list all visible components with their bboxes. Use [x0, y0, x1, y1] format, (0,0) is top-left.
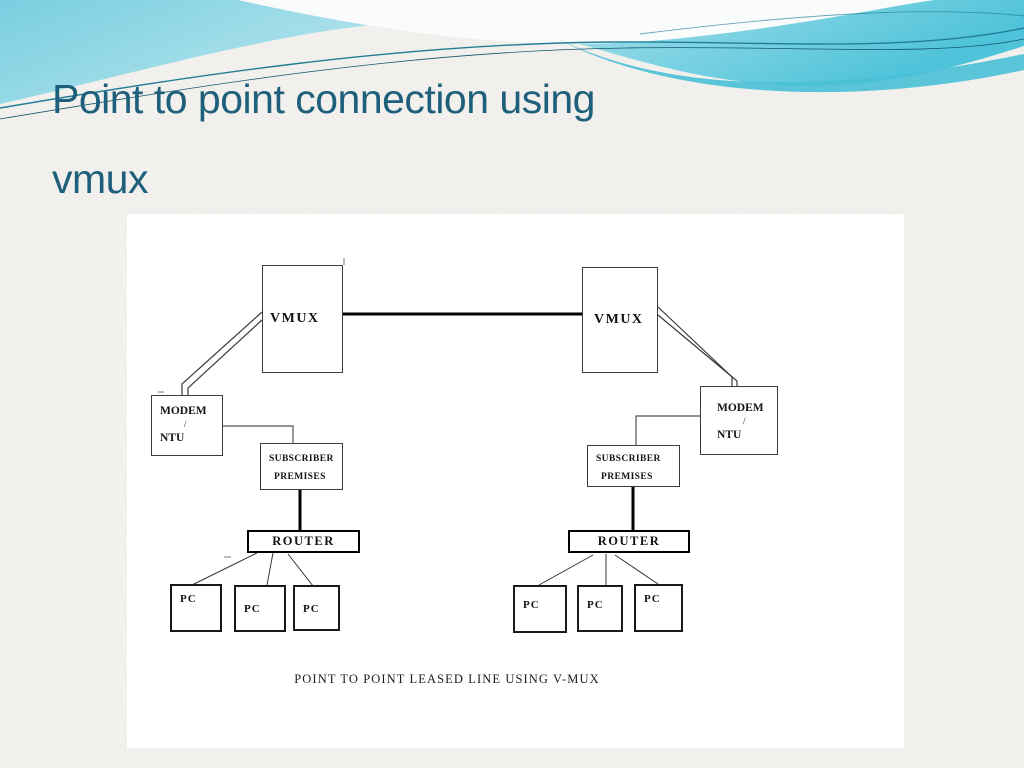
modem-right-line-3: NTU: [717, 428, 742, 441]
pc-left-1-label: PC: [180, 593, 197, 605]
node-modem-ntu-left: MODEM / NTU: [151, 395, 223, 456]
wave-white-swoosh: [238, 0, 934, 44]
wave-teal-band: [556, 38, 1024, 93]
router-right-label: ROUTER: [597, 534, 661, 548]
node-vmux-right: VMUX: [582, 267, 658, 373]
pc-right-2-label: PC: [587, 599, 604, 611]
node-pc-left-2: PC: [234, 585, 286, 632]
link-modem-left-to-subscriber: [223, 425, 294, 443]
node-vmux-right-label: VMUX: [594, 312, 644, 327]
diagram-panel: VMUX VMUX MODEM / NTU MODEM / NTU SUBSCR…: [127, 214, 904, 748]
node-pc-left-3: PC: [293, 585, 340, 631]
node-pc-right-1: PC: [513, 585, 567, 633]
wave-thin-line-1: [0, 27, 1024, 109]
wave-thin-line-2: [0, 38, 1024, 120]
link-vmux-left-to-modem-b: [187, 319, 263, 395]
slide-title-line-2: vmux: [52, 155, 148, 202]
node-subscriber-premises-right: SUBSCRIBER PREMISES: [587, 445, 680, 487]
modem-left-line-2: /: [184, 418, 187, 429]
subscriber-right-line-1: SUBSCRIBER: [596, 454, 661, 464]
slide-title: Point to point connection using vmux: [52, 60, 595, 220]
router-left-label: ROUTER: [272, 534, 335, 548]
pc-left-3-label: PC: [303, 603, 320, 615]
link-router-left-to-pc-2: [266, 552, 274, 586]
link-router-left-to-pc-1: [191, 552, 258, 586]
modem-left-line-1: MODEM: [160, 405, 207, 417]
diagram-caption: POINT TO POINT LEASED LINE USING V-MUX: [294, 672, 600, 686]
pc-right-3-label: PC: [644, 593, 661, 605]
link-vmux-left-to-modem-a: [181, 311, 263, 395]
header-wave-graphic: [0, 0, 1024, 120]
link-router-left-to-pc-3: [287, 553, 314, 587]
node-router-right: ROUTER: [568, 530, 690, 553]
diagram-connectors: [158, 258, 738, 587]
pc-left-2-label: PC: [244, 603, 261, 615]
link-router-right-to-pc-1: [538, 554, 594, 586]
slide-title-line-1: Point to point connection using: [52, 76, 595, 122]
node-vmux-left: VMUX: [262, 265, 343, 373]
pc-right-1-label: PC: [523, 599, 540, 611]
node-modem-ntu-right: MODEM / NTU: [700, 386, 778, 455]
modem-left-line-3: NTU: [160, 431, 185, 444]
subscriber-left-line-1: SUBSCRIBER: [269, 454, 334, 464]
modem-right-line-1: MODEM: [717, 402, 764, 414]
node-vmux-left-label: VMUX: [270, 311, 320, 326]
node-pc-right-2: PC: [577, 585, 623, 632]
link-router-right-to-pc-3: [614, 554, 659, 585]
subscriber-left-line-2: PREMISES: [274, 472, 326, 483]
subscriber-right-line-2: PREMISES: [601, 472, 653, 483]
node-pc-left-1: PC: [170, 584, 222, 632]
node-pc-right-3: PC: [634, 584, 683, 632]
node-subscriber-premises-left: SUBSCRIBER PREMISES: [260, 443, 343, 490]
link-modem-right-to-subscriber: [635, 415, 700, 445]
link-vmux-right-to-modem-b: [657, 314, 738, 386]
node-router-left: ROUTER: [247, 530, 360, 553]
wave-thin-line-3: [639, 11, 1024, 35]
modem-right-line-2: /: [743, 415, 746, 426]
